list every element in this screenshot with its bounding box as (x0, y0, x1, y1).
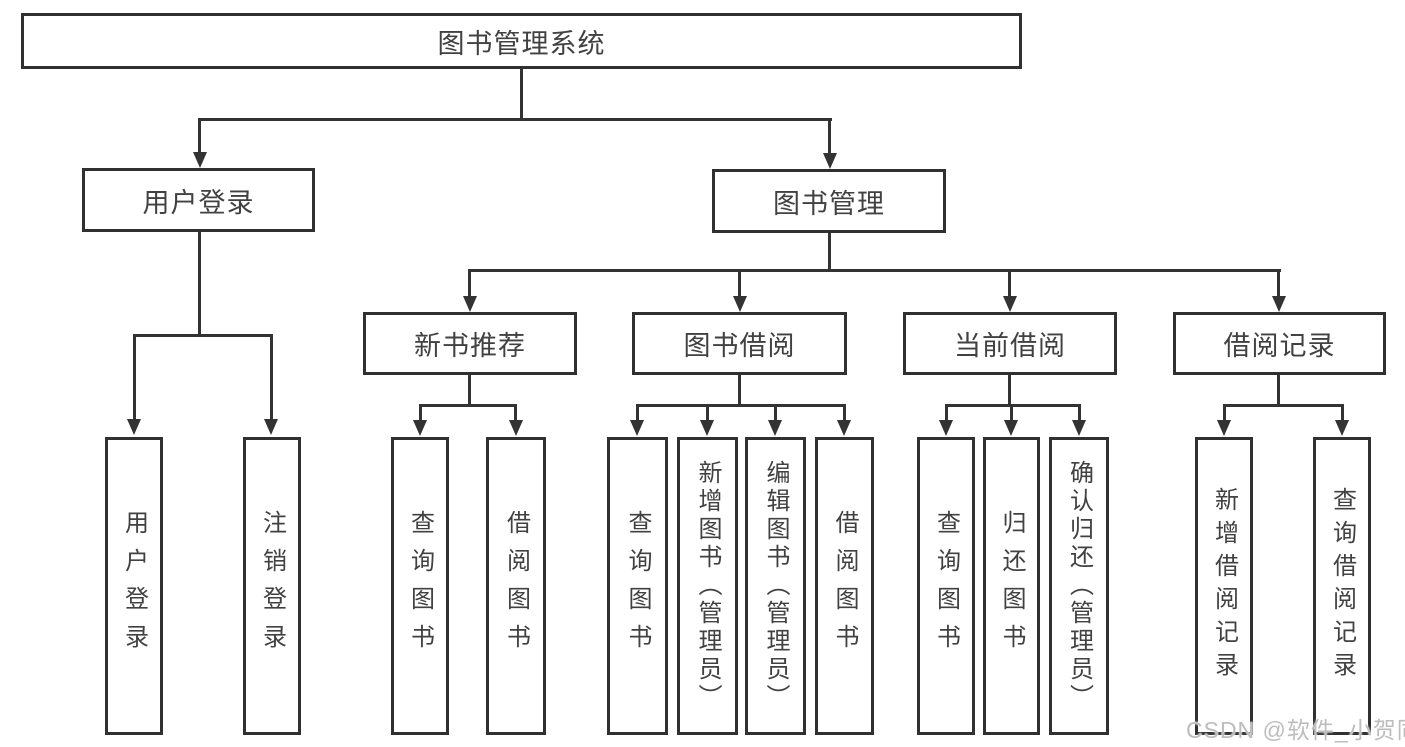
leaf-add-books-admin: 新增图书（管理员） (677, 437, 738, 735)
leaf-query-books-3: 查询图书 (917, 437, 975, 735)
leaf-query-books-1: 查询图书 (391, 437, 449, 735)
connector-drop-book-borrow (738, 269, 741, 297)
arrow-down-icon (413, 420, 427, 436)
arrow-down-icon (1072, 420, 1086, 436)
connector-drop-current-borrow (1008, 269, 1011, 297)
connector-drop (706, 404, 709, 421)
connector-drop-leaf-logout (270, 334, 273, 419)
arrow-down-icon (1003, 296, 1017, 312)
arrow-down-icon (837, 420, 851, 436)
arrow-down-icon (193, 152, 207, 168)
connector-records-stub (1277, 375, 1280, 406)
connector-newbook-stub (468, 375, 471, 406)
arrow-down-icon (823, 153, 837, 169)
node-user-login: 用户登录 (82, 168, 315, 232)
connector-drop (1078, 404, 1081, 421)
connector-root-stub (520, 69, 523, 121)
node-new-book-recommend: 新书推荐 (363, 312, 577, 375)
arrow-down-icon (1272, 296, 1286, 312)
connector-drop (774, 404, 777, 421)
leaf-user-login: 用户登录 (105, 437, 163, 735)
connector-newbook-hline (419, 404, 517, 407)
connector-drop (1341, 404, 1344, 421)
arrow-down-icon (463, 296, 477, 312)
connector-drop-leaf-login (133, 334, 136, 419)
leaf-logout: 注销登录 (243, 437, 301, 735)
arrow-down-icon (1335, 420, 1349, 436)
leaf-query-books-2: 查询图书 (607, 437, 668, 735)
node-borrowing-records: 借阅记录 (1173, 312, 1386, 375)
arrow-down-icon (1217, 420, 1231, 436)
arrow-down-icon (700, 420, 714, 436)
node-book-borrowing: 图书借阅 (632, 312, 847, 375)
connector-current-hline (945, 404, 1081, 407)
leaf-borrow-books-2: 借阅图书 (815, 437, 874, 735)
arrow-down-icon (733, 296, 747, 312)
leaf-edit-books-admin: 编辑图书（管理员） (745, 437, 806, 735)
node-book-management: 图书管理 (712, 169, 946, 233)
arrow-down-icon (509, 420, 523, 436)
connector-mgmt-stub (828, 233, 831, 271)
connector-login-stub (198, 232, 201, 337)
leaf-confirm-return-admin: 确认归还（管理员） (1049, 437, 1109, 735)
leaf-borrow-books-1: 借阅图书 (486, 437, 546, 735)
connector-borrow-hline (636, 404, 846, 407)
connector-drop (843, 404, 846, 421)
connector-records-hline (1223, 404, 1344, 407)
connector-mgmt-hline (469, 269, 1281, 272)
connector-current-stub (1008, 375, 1011, 406)
node-library-system: 图书管理系统 (21, 13, 1022, 69)
arrow-down-icon (264, 419, 278, 435)
connector-drop (419, 404, 422, 421)
connector-drop (636, 404, 639, 421)
leaf-add-borrow-record: 新增借阅记录 (1195, 437, 1253, 735)
connector-drop (1223, 404, 1226, 421)
arrow-down-icon (630, 420, 644, 436)
arrow-down-icon (127, 419, 141, 435)
arrow-down-icon (768, 420, 782, 436)
connector-drop (514, 404, 517, 421)
connector-drop-new-book (468, 269, 471, 297)
connector-drop-book-mgmt (828, 118, 831, 155)
connector-borrow-stub (738, 375, 741, 406)
connector-login-hline (133, 334, 273, 337)
node-current-borrowing: 当前借阅 (903, 312, 1117, 375)
leaf-return-books: 归还图书 (983, 437, 1040, 735)
csdn-watermark: CSDN @软件_小贺同学 (1186, 717, 1405, 743)
arrow-down-icon (1004, 420, 1018, 436)
arrow-down-icon (939, 420, 953, 436)
connector-drop (945, 404, 948, 421)
connector-root-hline (198, 118, 832, 121)
connector-drop-borrow-records (1277, 269, 1280, 297)
connector-drop (1010, 404, 1013, 421)
leaf-query-borrow-record: 查询借阅记录 (1313, 437, 1371, 735)
connector-drop-user-login (198, 118, 201, 154)
